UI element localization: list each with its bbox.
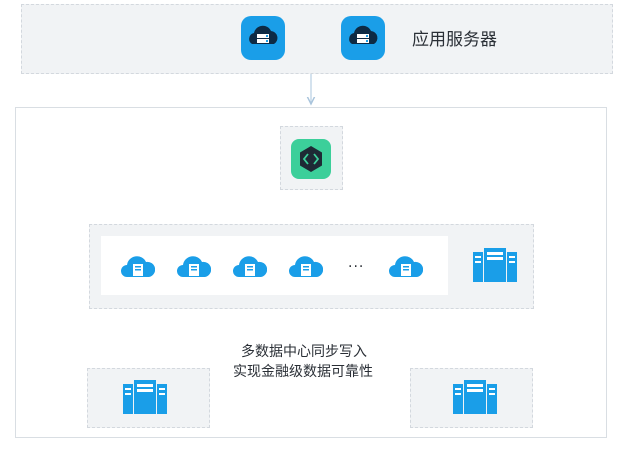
cloud-db-icon: [289, 256, 323, 277]
server-rack-icon: [123, 380, 167, 414]
server-rack-icon: [453, 380, 497, 414]
cloud-db-icon: [389, 256, 423, 277]
app-server-label: 应用服务器: [412, 30, 497, 50]
cloud-server-icon: [241, 16, 285, 60]
caption-line-1: 多数据中心同步写入: [241, 344, 367, 360]
cloud-db-icon: [177, 256, 211, 277]
cluster-ellipsis: ...: [348, 255, 365, 271]
caption-line-2: 实现金融级数据可靠性: [233, 364, 373, 380]
server-rack-icon: [473, 248, 517, 282]
app-server-panel: [21, 4, 613, 74]
cloud-server-icon: [341, 16, 385, 60]
cluster-node-strip: [101, 236, 448, 295]
gateway-hexagon-icon: [291, 139, 331, 179]
cloud-db-icon: [121, 256, 155, 277]
cloud-db-icon: [233, 256, 267, 277]
